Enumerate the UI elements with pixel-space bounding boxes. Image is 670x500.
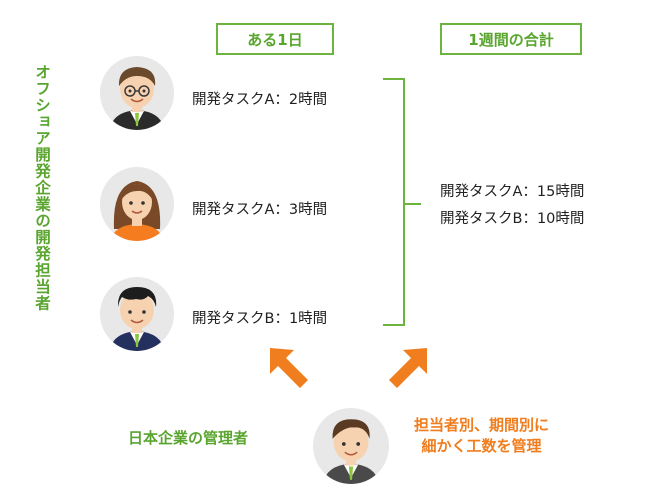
- header-weekly-total-label: 1週間の合計: [468, 30, 554, 49]
- header-one-day-label: ある1日: [247, 30, 303, 49]
- header-weekly-total: 1週間の合計: [440, 23, 582, 55]
- developer-man-avatar-icon: [100, 277, 174, 351]
- task-row-1: 開発タスクA：2時間: [192, 92, 328, 108]
- manager-label: 日本企業の管理者: [128, 429, 249, 447]
- manager-avatar-icon: [313, 408, 389, 484]
- developer-glasses-avatar-icon: [100, 56, 174, 130]
- management-note-line-2: 細かく工数を管理: [421, 437, 542, 455]
- task-row-3: 開発タスクB：1時間: [192, 311, 328, 327]
- management-note-line-1: 担当者別、期間別に: [414, 416, 550, 434]
- management-note: 担当者別、期間別に 細かく工数を管理: [414, 415, 549, 457]
- weekly-total-task-b: 開発タスクB：10時間: [440, 211, 585, 227]
- developer-woman-avatar-icon: [100, 167, 174, 241]
- header-one-day: ある1日: [216, 23, 334, 55]
- side-title-offshore-developers: オフショア開発企業の開発担当者: [33, 64, 51, 312]
- arrow-up-left-icon: [270, 348, 308, 388]
- arrow-up-right-icon: [389, 348, 427, 388]
- aggregation-bracket-tick: [405, 203, 421, 205]
- aggregation-bracket: [383, 78, 405, 326]
- task-row-2: 開発タスクA：3時間: [192, 202, 328, 218]
- weekly-total-task-a: 開発タスクA：15時間: [440, 184, 585, 200]
